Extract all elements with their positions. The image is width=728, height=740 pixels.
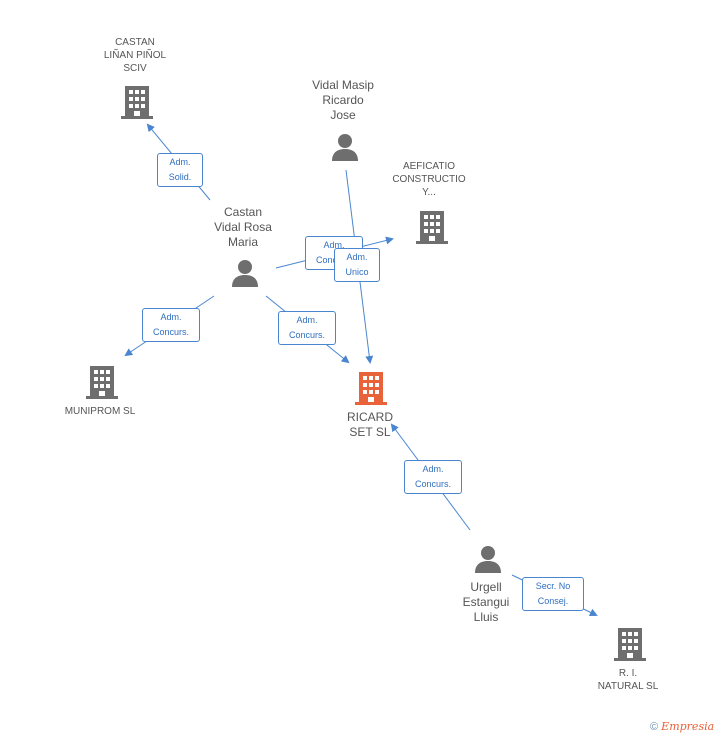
- footer-copyright: © Empresia: [650, 720, 714, 733]
- building-icon[interactable]: [355, 370, 387, 406]
- building-icon[interactable]: [614, 626, 646, 662]
- node-castan-vidal-label: Castan Vidal Rosa Maria: [214, 205, 272, 249]
- building-icon[interactable]: [121, 84, 153, 120]
- node-aeficatio-label: AEFICATIO CONSTRUCTIO Y...: [392, 161, 466, 198]
- node-vidal-masip-label: Vidal Masip Ricardo Jose: [312, 78, 374, 122]
- node-castan-linan-label: CASTAN LIÑAN PIÑOL SCIV: [103, 37, 167, 74]
- node-muniprom-label: MUNIPROM SL: [64, 406, 136, 417]
- edge-label-adm-concurs[interactable]: Adm. Concurs.: [278, 311, 336, 345]
- node-ri-natural-label: R. I. NATURAL SL: [597, 668, 659, 692]
- edge-label-adm-solid[interactable]: Adm. Solid.: [157, 153, 203, 187]
- edge-label-adm-unico[interactable]: Adm. Unico: [334, 248, 380, 282]
- node-ricard-set-label: RICARD SET SL: [346, 410, 393, 439]
- edge-label-adm-concurs[interactable]: Adm. Concurs.: [404, 460, 462, 494]
- person-icon[interactable]: [330, 132, 360, 162]
- building-icon[interactable]: [86, 364, 118, 400]
- person-icon[interactable]: [473, 544, 503, 574]
- edge-label-secr-no-consej[interactable]: Secr. No Consej.: [522, 577, 584, 611]
- node-urgell-label: Urgell Estangui Lluis: [462, 580, 510, 624]
- edge-label-adm-concurs[interactable]: Adm. Concurs.: [142, 308, 200, 342]
- brand-logo[interactable]: Empresia: [661, 720, 715, 733]
- person-icon[interactable]: [230, 258, 260, 288]
- building-icon[interactable]: [416, 209, 448, 245]
- copyright-icon: ©: [650, 721, 659, 733]
